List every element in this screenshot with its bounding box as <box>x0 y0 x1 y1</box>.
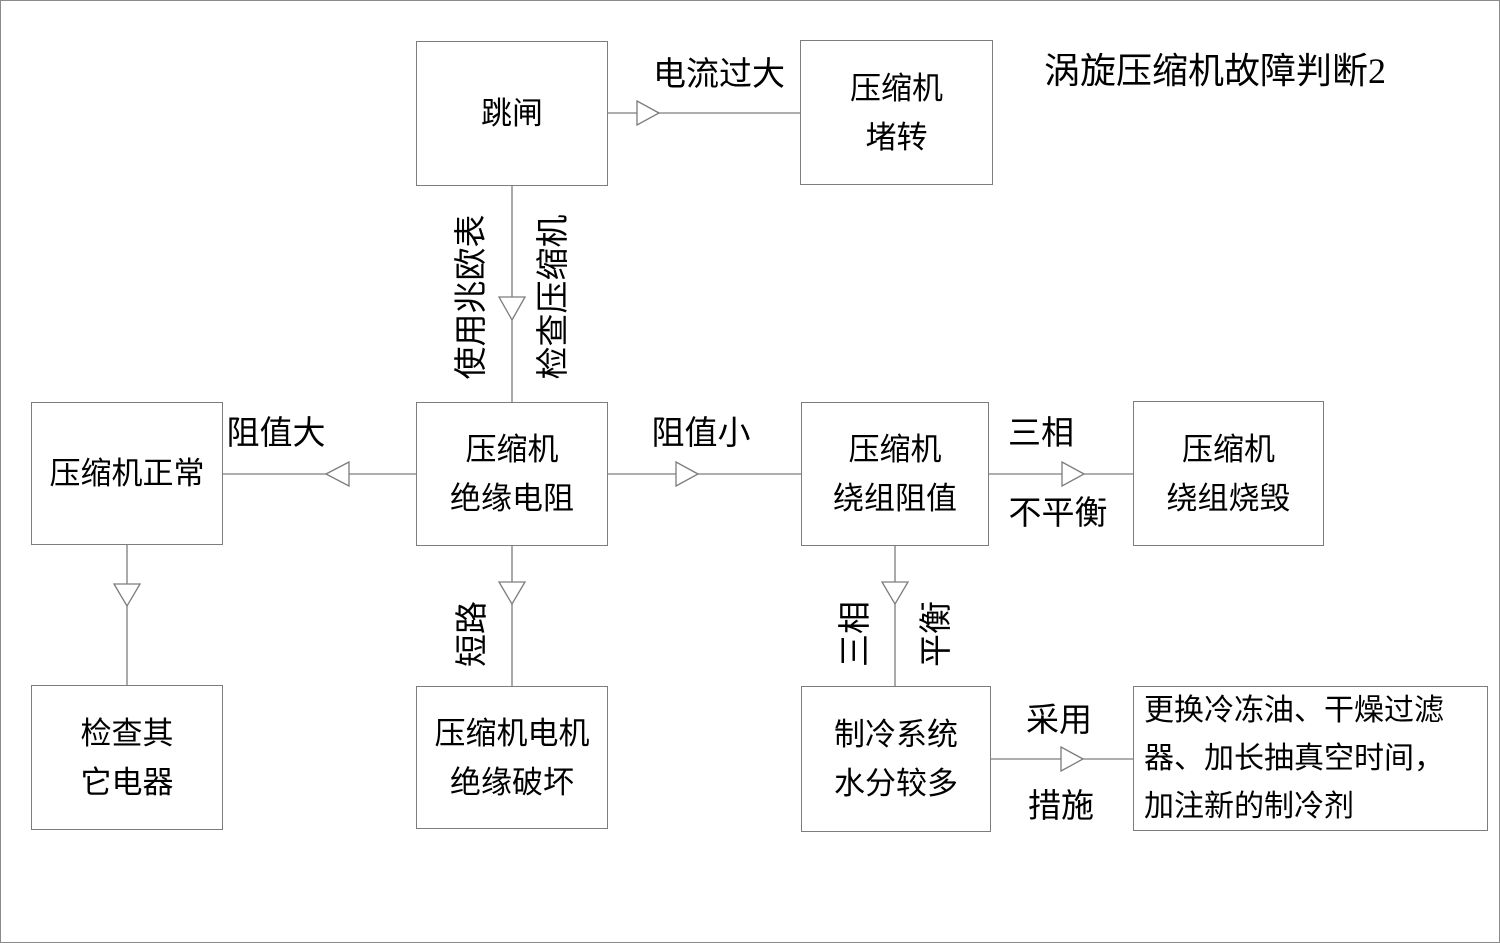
node-compressor-stall: 压缩机 堵转 <box>800 40 993 185</box>
edge-label-measures: 措施 <box>1028 789 1094 825</box>
node-winding-burned: 压缩机 绕组烧毁 <box>1133 401 1324 546</box>
node-check-other-appliances: 检查其 它电器 <box>31 685 223 830</box>
node-trip: 跳闸 <box>416 41 608 186</box>
node-motor-insulation-damaged: 压缩机电机 绝缘破坏 <box>416 686 608 829</box>
node-insulation-resistance: 压缩机 绝缘电阻 <box>416 402 608 546</box>
edge-label-resistance-large: 阻值大 <box>226 416 326 452</box>
node-remedy-measures: 更换冷冻油、干燥过滤 器、加长抽真空时间， 加注新的制冷剂 <box>1133 686 1488 831</box>
arrowhead-left-icon <box>324 460 350 488</box>
edge-label-short-circuit: 短路 <box>455 601 491 667</box>
edge-label-unbalanced: 不平衡 <box>1008 496 1108 532</box>
edge-label-three-phase-vertical: 三相 <box>838 601 874 667</box>
edge-label-check-compressor: 检查压缩机 <box>536 214 572 380</box>
arrowhead-down-icon <box>497 581 527 606</box>
arrowhead-down-icon <box>112 583 142 608</box>
arrowhead-right-icon <box>675 460 700 488</box>
node-system-moisture: 制冷系统 水分较多 <box>801 686 991 832</box>
arrowhead-down-icon <box>880 581 910 606</box>
node-winding-resistance: 压缩机 绕组阻值 <box>801 402 989 546</box>
edge-label-use-megohmmeter: 使用兆欧表 <box>454 214 490 380</box>
node-compressor-normal: 压缩机正常 <box>31 402 223 545</box>
edge-label-adopt: 采用 <box>1026 703 1092 739</box>
arrowhead-right-icon <box>1060 745 1085 773</box>
edge-label-overcurrent: 电流过大 <box>653 57 785 93</box>
arrowhead-down-icon <box>497 296 527 322</box>
edge-label-three-phase: 三相 <box>1008 416 1074 452</box>
arrowhead-right-icon <box>1061 460 1086 488</box>
edge-label-balanced: 平衡 <box>919 601 955 667</box>
edge-label-resistance-small: 阻值小 <box>651 416 751 452</box>
diagram-title: 涡旋压缩机故障判断2 <box>1043 51 1387 91</box>
arrowhead-right-icon <box>636 99 661 127</box>
